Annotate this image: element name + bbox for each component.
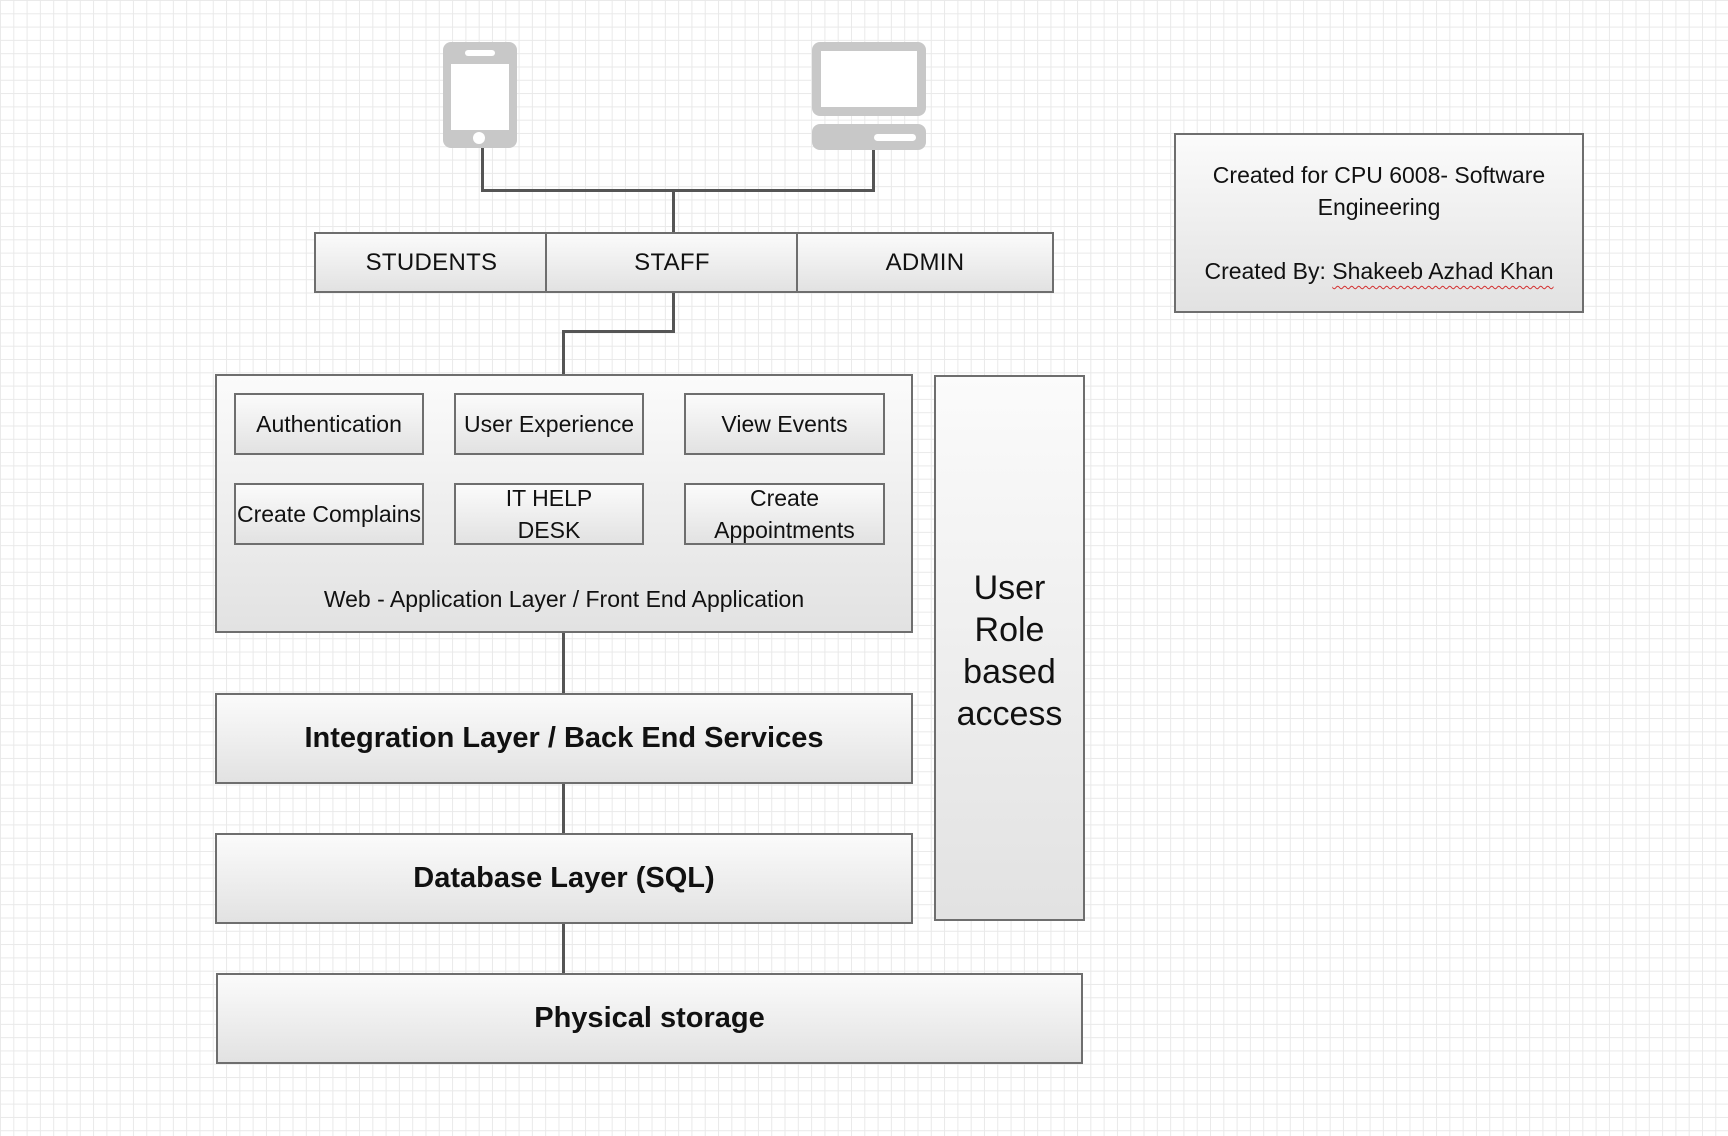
role-admin: ADMIN <box>885 248 965 276</box>
connector-to-roles <box>672 189 675 233</box>
desktop-computer-icon <box>812 42 926 150</box>
created-by-label: Created By: <box>1204 258 1326 284</box>
user-role-access-label: User Role based access <box>956 569 1063 733</box>
connector-to-web-layer <box>562 330 565 375</box>
connector-roles-down <box>672 292 675 333</box>
module-it-help-desk: IT HELP DESK <box>454 483 644 545</box>
module-create-complains: Create Complains <box>234 483 424 545</box>
created-by-line: Created By: Shakeeb Azhad Khan <box>1204 255 1553 287</box>
connector-phone-down <box>481 148 484 191</box>
connector-web-to-integration <box>562 632 565 694</box>
user-roles-bar: STUDENTS STAFF ADMIN <box>314 232 1054 293</box>
user-role-access-panel: User Role based access <box>934 375 1085 921</box>
physical-storage-layer: Physical storage <box>216 973 1083 1064</box>
module-authentication: Authentication <box>234 393 424 455</box>
role-students: STUDENTS <box>365 248 498 276</box>
role-divider <box>545 234 547 291</box>
database-layer: Database Layer (SQL) <box>215 833 913 924</box>
connector-integration-to-database <box>562 783 565 835</box>
module-user-experience: User Experience <box>454 393 644 455</box>
created-for-text: Created for CPU 6008- Software Engineeri… <box>1212 162 1546 220</box>
module-view-events: View Events <box>684 393 885 455</box>
web-layer-label: Web - Application Layer / Front End Appl… <box>323 586 805 612</box>
module-create-appointments: Create Appointments <box>684 483 885 545</box>
connector-database-to-storage <box>562 923 565 975</box>
web-application-layer: Authentication User Experience View Even… <box>215 374 913 633</box>
role-staff: STAFF <box>634 248 710 276</box>
credits-box: Created for CPU 6008- Software Engineeri… <box>1174 133 1584 313</box>
connector-desktop-down <box>872 150 875 191</box>
role-divider <box>796 234 798 291</box>
connector-roles-horizontal <box>562 330 675 333</box>
connector-devices-horizontal <box>481 189 875 192</box>
integration-layer: Integration Layer / Back End Services <box>215 693 913 784</box>
mobile-phone-icon <box>443 42 517 148</box>
created-by-name: Shakeeb Azhad Khan <box>1332 258 1554 284</box>
